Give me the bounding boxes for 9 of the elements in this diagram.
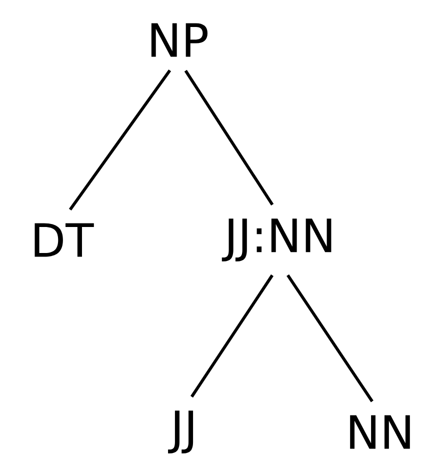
branch-line — [190, 274, 274, 398]
tree-label: DT — [34, 223, 94, 257]
branch-line — [286, 274, 374, 402]
branch-line — [68, 69, 172, 211]
branch-line — [184, 70, 274, 206]
tree-label: JJ:NN — [222, 218, 332, 262]
tree-label: NN — [350, 415, 410, 449]
tree-label: NP — [151, 23, 208, 57]
tree-label: JJ — [168, 410, 194, 454]
